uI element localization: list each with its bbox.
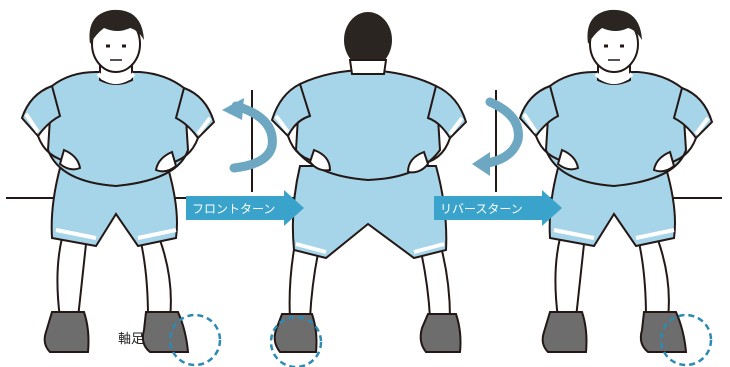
front-turn-label: フロントターン	[192, 202, 275, 216]
reverse-turn-arrow: リバースターン	[434, 190, 562, 226]
rotation-arrow-left	[222, 98, 272, 168]
reverse-turn-label: リバースターン	[440, 202, 523, 216]
figure-right	[520, 10, 712, 352]
figure-center	[272, 12, 466, 352]
front-turn-arrow: フロントターン	[186, 190, 304, 226]
figure-left	[22, 10, 214, 352]
pivot-foot-label: 軸足	[118, 332, 144, 347]
